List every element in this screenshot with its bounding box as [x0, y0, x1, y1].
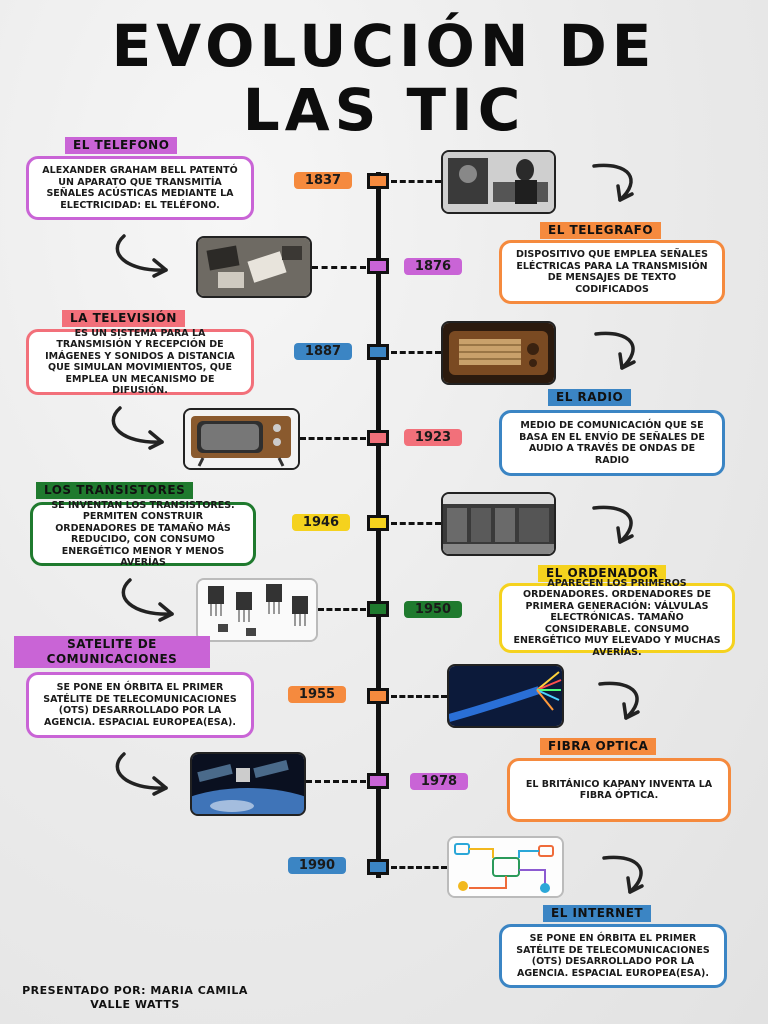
- photo-telefono-antiguo: [196, 236, 312, 298]
- curved-arrow-icon: [115, 234, 168, 278]
- box-television: ES UN SISTEMA PARA LA TRANSMISIÓN Y RECE…: [26, 328, 254, 396]
- title-line-2: LAS TIC: [242, 76, 526, 144]
- year-badge-1887: 1887: [294, 343, 352, 360]
- timeline-node-1978: [367, 773, 389, 789]
- connector-1990: [391, 866, 447, 869]
- label-television: LA TELEVISIÓN: [62, 310, 185, 327]
- photo-fibra-optica: [447, 664, 564, 728]
- timeline-node-1923: [367, 430, 389, 446]
- photo-ordenador: [441, 492, 556, 556]
- box-radio: MEDIO DE COMUNICACIÓN QUE SE BASA EN EL …: [499, 410, 725, 476]
- connector-1837: [391, 180, 441, 183]
- timeline-node-1990: [367, 859, 389, 875]
- label-telegrafo: EL TELEGRAFO: [540, 222, 662, 239]
- timeline-node-1946: [367, 515, 389, 531]
- photo-television: [183, 408, 300, 470]
- year-badge-1990: 1990: [288, 857, 346, 874]
- label-transistores: LOS TRANSISTORES: [36, 482, 194, 499]
- connector-1876: [312, 266, 366, 269]
- photo-satelite: [190, 752, 306, 816]
- connector-1978: [306, 780, 366, 783]
- photo-transistores: [196, 578, 318, 642]
- box-internet: SE PONE EN ÓRBITA EL PRIMER SATÉLITE DE …: [499, 924, 727, 988]
- timeline-node-1876: [367, 258, 389, 274]
- label-satelite: SATELITE DE COMUNICACIONES: [14, 636, 210, 668]
- curved-arrow-icon: [115, 752, 168, 796]
- curved-arrow-icon: [121, 578, 174, 622]
- curved-arrow-icon: [592, 163, 634, 202]
- timeline-node-1955: [367, 688, 389, 704]
- title-line-1: EVOLUCIÓN DE: [111, 12, 657, 80]
- year-badge-1955: 1955: [288, 686, 346, 703]
- label-internet: EL INTERNET: [543, 905, 652, 922]
- timeline-node-1837: [367, 173, 389, 189]
- label-telefono: EL TELEFONO: [65, 137, 178, 154]
- label-ordenador: EL ORDENADOR: [538, 565, 667, 582]
- presenter-credit: PRESENTADO POR: MARIA CAMILA VALLE WATTS: [22, 984, 248, 1011]
- curved-arrow-icon: [602, 855, 644, 894]
- year-badge-1946: 1946: [292, 514, 350, 531]
- curved-arrow-icon: [111, 406, 164, 450]
- year-badge-1923: 1923: [404, 429, 462, 446]
- year-badge-1876: 1876: [404, 258, 462, 275]
- photo-radio: [441, 321, 556, 385]
- box-fibra-optica: EL BRITÁNICO KAPANY INVENTA LA FIBRA ÓPT…: [507, 758, 731, 822]
- box-telegrafo: DISPOSITIVO QUE EMPLEA SEÑALES ELÉCTRICA…: [499, 240, 725, 304]
- box-ordenador: APARECEN LOS PRIMEROS ORDENADORES. ORDEN…: [499, 578, 735, 658]
- timeline-node-1887: [367, 344, 389, 360]
- timeline-node-1950: [367, 601, 389, 617]
- connector-1955: [391, 695, 447, 698]
- label-fibra-optica: FIBRA OPTICA: [540, 738, 657, 755]
- photo-internet: [447, 836, 564, 898]
- year-badge-1978: 1978: [410, 773, 468, 790]
- connector-1950: [318, 608, 366, 611]
- photo-telegrafo: [441, 150, 556, 214]
- label-radio: EL RADIO: [548, 389, 632, 406]
- curved-arrow-icon: [592, 505, 634, 544]
- year-badge-1950: 1950: [404, 601, 462, 618]
- year-badge-1837: 1837: [294, 172, 352, 189]
- curved-arrow-icon: [594, 331, 636, 370]
- page-title: EVOLUCIÓN DE LAS TIC: [0, 14, 768, 142]
- connector-1887: [391, 351, 441, 354]
- connector-1923: [300, 437, 366, 440]
- box-transistores: SE INVENTAN LOS TRANSISTORES. PERMITEN C…: [30, 500, 256, 568]
- curved-arrow-icon: [598, 681, 640, 720]
- box-satelite: SE PONE EN ÓRBITA EL PRIMER SATÉLITE DE …: [26, 672, 254, 738]
- connector-1946: [391, 522, 441, 525]
- box-telefono: ALEXANDER GRAHAM BELL PATENTÓ UN APARATO…: [26, 156, 254, 220]
